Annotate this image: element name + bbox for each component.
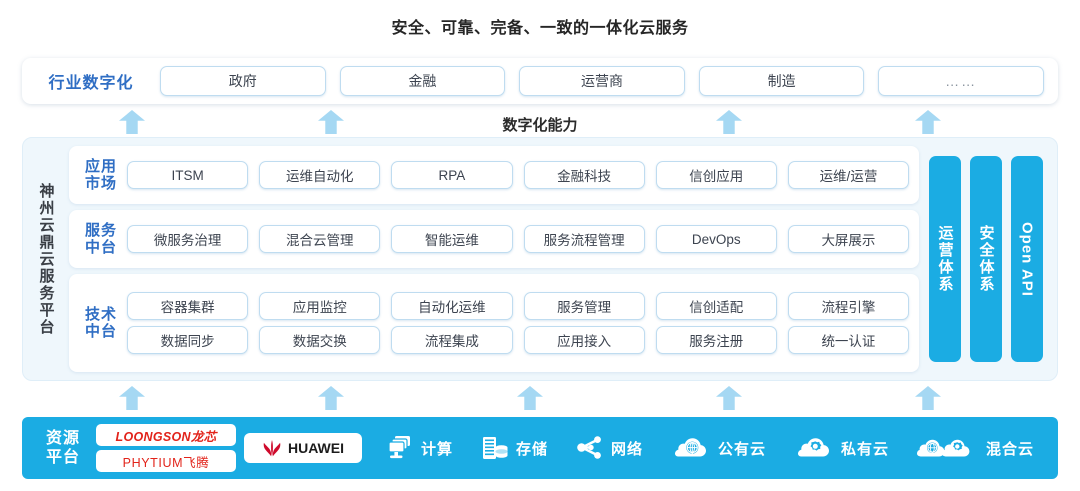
industry-digitalization-band: 行业数字化 政府 金融 运营商 制造 ……	[22, 58, 1058, 104]
side-bar-security-system[interactable]: 安全体系	[970, 156, 1002, 362]
industry-item-government[interactable]: 政府	[160, 66, 326, 96]
resource-label-line1: 资源	[45, 429, 80, 447]
layer-technology-middle-platform: 技术 中台 容器集群 应用监控 自动化运维 服务管理 信创适配 流程引擎	[69, 274, 919, 372]
resource-label-line2: 平台	[45, 449, 80, 466]
storage-icon	[482, 437, 508, 459]
layer-rows: ITSM 运维自动化 RPA 金融科技 信创应用 运维/运营	[127, 161, 910, 190]
capability-item[interactable]: 服务流程管理	[523, 225, 645, 254]
resource-items: 计算 存储	[362, 435, 1048, 461]
layer-label-service-middle-platform: 服务 中台	[75, 222, 127, 257]
resource-item-label: 网络	[610, 440, 643, 458]
resource-item-network[interactable]: 网络	[576, 435, 643, 461]
industry-item-finance[interactable]: 金融	[339, 66, 506, 96]
resource-item-public-cloud[interactable]: 公有云	[671, 435, 766, 461]
side-bar-operations-system[interactable]: 运营体系	[929, 156, 961, 362]
up-arrow-icon	[716, 386, 742, 410]
layer-label-line2: 中台	[84, 323, 117, 341]
capability-item[interactable]: 信创适配	[655, 292, 777, 321]
resource-item-label: 混合云	[985, 440, 1034, 458]
side-bars: 运营体系 安全体系 Open API	[919, 146, 1047, 372]
layer-stack: 应用 市场 ITSM 运维自动化 RPA 金融科技 信创应用 运维/运营	[69, 146, 919, 372]
up-arrow-icon	[517, 386, 543, 410]
resource-item-label: 计算	[420, 440, 453, 458]
side-bar-open-api[interactable]: Open API	[1011, 156, 1043, 362]
capability-item[interactable]: 金融科技	[523, 161, 645, 190]
industry-row-label: 行业数字化	[48, 75, 134, 92]
resource-item-private-cloud[interactable]: 私有云	[794, 435, 889, 461]
layer-application-market: 应用 市场 ITSM 运维自动化 RPA 金融科技 信创应用 运维/运营	[69, 146, 919, 205]
resource-item-storage[interactable]: 存储	[481, 435, 548, 461]
layer-label-application-market: 应用 市场	[75, 158, 127, 193]
capability-item[interactable]: 数据交换	[259, 326, 381, 355]
chip-vendor-stack: LOONGSON龙芯 PHYTIUM飞腾	[96, 424, 236, 472]
platform-body: 应用 市场 ITSM 运维自动化 RPA 金融科技 信创应用 运维/运营	[69, 138, 1057, 380]
capability-item[interactable]: 数据同步	[127, 326, 249, 355]
huawei-wordmark: HUAWEI	[288, 440, 344, 456]
network-icon	[577, 436, 601, 459]
layer-label-technology-middle-platform: 技术 中台	[75, 306, 127, 341]
layer-service-middle-platform: 服务 中台 微服务治理 混合云管理 智能运维 服务流程管理 DevOps 大屏展…	[69, 210, 919, 269]
capability-item[interactable]: ITSM	[127, 161, 249, 190]
capability-item[interactable]: 混合云管理	[259, 225, 381, 254]
layer-row: 数据同步 数据交换 流程集成 应用接入 服务注册 统一认证	[127, 326, 910, 355]
capability-item[interactable]: 流程引擎	[787, 292, 910, 321]
capability-item[interactable]: DevOps	[655, 225, 777, 254]
industry-items: 政府 金融 运营商 制造 ……	[160, 66, 1058, 96]
layer-label-line2: 中台	[84, 239, 117, 257]
resource-platform-bar: 资源 平台 LOONGSON龙芯 PHYTIUM飞腾 HUAWEI	[22, 417, 1058, 479]
layer-row: 微服务治理 混合云管理 智能运维 服务流程管理 DevOps 大屏展示	[127, 225, 910, 254]
capability-item[interactable]: 微服务治理	[127, 225, 249, 254]
vendor-logo-loongson[interactable]: LOONGSON龙芯	[96, 424, 236, 446]
capability-item[interactable]: 服务管理	[523, 292, 645, 321]
industry-item-operator[interactable]: 运营商	[519, 66, 685, 96]
capability-item[interactable]: 统一认证	[787, 326, 910, 355]
capability-item[interactable]: 信创应用	[655, 161, 777, 190]
up-arrow-icon	[915, 386, 941, 410]
resource-platform-label: 资源 平台	[30, 429, 96, 467]
industry-item-more[interactable]: ……	[878, 66, 1044, 96]
vendor-logo-huawei[interactable]: HUAWEI	[244, 433, 362, 463]
capability-item[interactable]: 运维自动化	[259, 161, 381, 190]
public-cloud-icon	[674, 438, 706, 457]
hybrid-cloud-icon	[916, 439, 970, 457]
capability-item[interactable]: 运维/运营	[787, 161, 910, 190]
capability-item[interactable]: 应用接入	[523, 326, 645, 355]
up-arrow-icon	[318, 386, 344, 410]
capability-item[interactable]: 容器集群	[127, 292, 249, 321]
resource-item-hybrid-cloud[interactable]: 混合云	[916, 435, 1034, 461]
layer-label-line1: 技术	[84, 305, 117, 323]
capability-item[interactable]: RPA	[391, 161, 513, 190]
private-cloud-icon	[797, 438, 829, 457]
resource-item-compute[interactable]: 计算	[386, 435, 453, 461]
huawei-flower-icon	[263, 439, 281, 456]
layer-rows: 微服务治理 混合云管理 智能运维 服务流程管理 DevOps 大屏展示	[127, 225, 910, 254]
capability-item[interactable]: 大屏展示	[787, 225, 910, 254]
capability-item[interactable]: 智能运维	[391, 225, 513, 254]
layer-row: 容器集群 应用监控 自动化运维 服务管理 信创适配 流程引擎	[127, 292, 910, 321]
capability-item[interactable]: 自动化运维	[391, 292, 513, 321]
layer-row: ITSM 运维自动化 RPA 金融科技 信创应用 运维/运营	[127, 161, 910, 190]
page-title: 安全、可靠、完备、一致的一体化云服务	[391, 20, 689, 37]
capability-label: 数字化能力	[502, 117, 578, 134]
platform-vertical-label: 神州云鼎云服务平台	[37, 182, 55, 336]
layer-label-line1: 服务	[84, 222, 117, 240]
industry-item-manufacturing[interactable]: 制造	[698, 66, 865, 96]
layer-rows: 容器集群 应用监控 自动化运维 服务管理 信创适配 流程引擎 数据同步 数据交换…	[127, 292, 910, 355]
resource-item-label: 私有云	[840, 440, 889, 458]
resource-item-label: 公有云	[717, 440, 766, 458]
resource-item-label: 存储	[515, 440, 548, 458]
layer-label-line2: 市场	[84, 175, 117, 193]
up-arrow-icon	[119, 386, 145, 410]
layer-label-line1: 应用	[84, 157, 117, 175]
compute-icon	[388, 436, 410, 459]
vendor-logo-phytium[interactable]: PHYTIUM飞腾	[96, 450, 236, 472]
capability-item[interactable]: 流程集成	[391, 326, 513, 355]
capability-item[interactable]: 服务注册	[655, 326, 777, 355]
capability-item[interactable]: 应用监控	[259, 292, 381, 321]
cloud-service-platform-panel: 神州云鼎云服务平台 应用 市场 ITSM 运维自动化 RPA 金融科技	[22, 137, 1058, 381]
